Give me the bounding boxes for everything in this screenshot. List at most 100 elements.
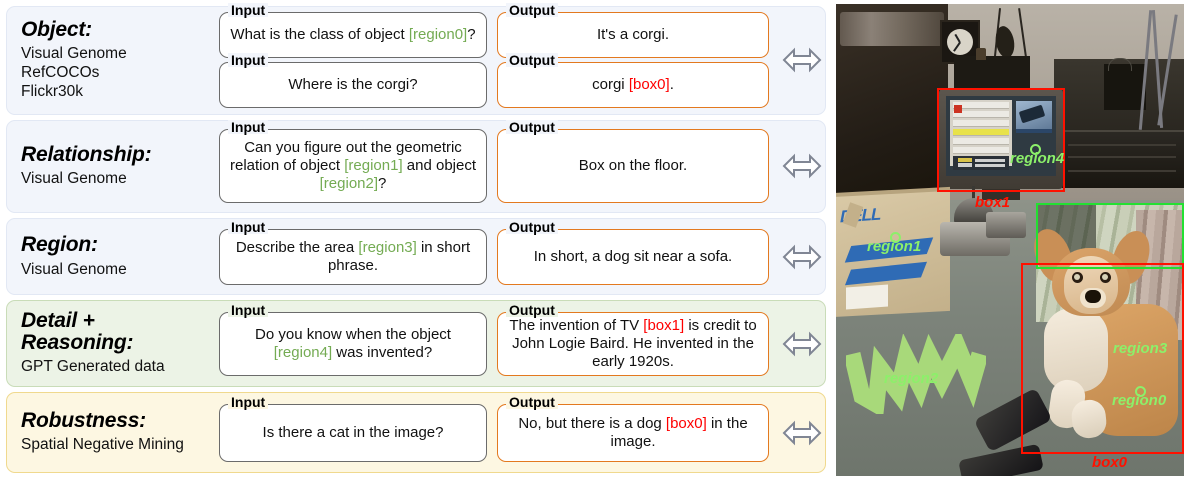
text-run: It's a corgi.: [596, 26, 670, 44]
output-box-text: In short, a dog sit near a sofa.: [524, 242, 742, 272]
text-run: Is there a cat in the image?: [262, 423, 444, 441]
text-run: in short phrase.: [327, 238, 471, 274]
left-right-arrow-icon: [782, 331, 822, 357]
input-legend: Input: [228, 302, 269, 317]
region-tag: [region1]: [344, 157, 403, 175]
qa-pairs: Input What is the class of object [region…: [219, 3, 779, 109]
shipping-label: [846, 284, 888, 310]
text-run: In short, a dog sit near a sofa.: [533, 247, 733, 265]
text-run: Describe the area: [235, 238, 359, 256]
category-sources: Visual Genome: [21, 170, 127, 188]
point-region1: [890, 232, 901, 243]
bbox-region3: [1036, 203, 1184, 269]
text-run: Can you figure out the geometric relatio…: [230, 139, 462, 175]
text-run: What is the class of object: [230, 26, 409, 44]
corgi-eye-left: [1072, 272, 1083, 283]
region-tag: [region0]: [408, 26, 468, 44]
qa-pairs: Input Do you know when the object [region…: [219, 302, 779, 377]
output-legend: Output: [506, 120, 558, 135]
point-region0: [1135, 386, 1146, 397]
corgi-chest: [1044, 308, 1108, 392]
region2-mask: [846, 334, 986, 414]
anno-box0: box0: [1092, 454, 1128, 471]
category-title: Region:: [21, 233, 98, 257]
input-box-text: Where is the corgi?: [278, 70, 427, 100]
tv-stand: [982, 189, 1020, 203]
output-legend: Output: [506, 394, 558, 409]
input-box-text: What is the class of object [region0]?: [220, 20, 485, 50]
corgi-eye-right: [1100, 272, 1111, 283]
anno-region3: region3: [1113, 340, 1168, 357]
output-legend: Output: [506, 302, 558, 317]
output-box[interactable]: Output In short, a dog sit near a sofa.: [497, 219, 769, 285]
output-box-text: The invention of TV [box1] is credit to …: [498, 311, 768, 377]
output-box-text: No, but there is a dog [box0] in the ima…: [498, 409, 768, 457]
category-cell: Robustness:Spatial Negative Mining: [7, 408, 219, 455]
input-box-text: Do you know when the object [region4] wa…: [220, 320, 486, 368]
input-legend: Input: [228, 219, 269, 234]
category-title: Detail + Reasoning:: [21, 309, 134, 354]
text-run: in the image.: [610, 414, 748, 450]
golf-clubs: [1136, 10, 1180, 130]
anno-region4: region4: [1010, 150, 1065, 167]
category-title: Object:: [21, 17, 92, 41]
tv-osd-menu: [950, 100, 1012, 170]
pot: [986, 212, 1026, 238]
corgi-dog: [1027, 223, 1178, 448]
category-sources: Visual Genome: [21, 260, 127, 278]
output-legend: Output: [506, 219, 558, 234]
input-box-text: Can you figure out the geometric relatio…: [220, 133, 486, 199]
box-tag: [box1]: [643, 316, 685, 334]
region-tag: [region2]: [319, 175, 379, 193]
input-box-text: Is there a cat in the image?: [253, 418, 454, 448]
anno-region2: region2: [884, 370, 939, 387]
jar: [976, 48, 986, 60]
text-run: Do you know when the object: [255, 325, 451, 343]
input-legend: Input: [228, 53, 269, 68]
bbox-box1: [937, 88, 1065, 192]
input-column: Input Do you know when the object [region…: [219, 302, 487, 376]
cabinet: [954, 56, 1030, 90]
stereo-rack: [1062, 130, 1184, 188]
left-right-arrow: [779, 420, 825, 446]
category-title: Relationship:: [21, 142, 152, 166]
input-box[interactable]: Input Do you know when the object [region…: [219, 302, 487, 376]
shelf-unit: [836, 4, 948, 219]
category-cell: Region: Visual Genome: [7, 234, 219, 279]
point-region4: [1030, 144, 1041, 155]
category-cell: Relationship: Visual Genome: [7, 142, 219, 189]
category-title: Robustness:: [21, 408, 146, 432]
box-tag: [box0]: [628, 76, 670, 94]
bag-handle: [1108, 58, 1132, 71]
left-right-arrow-icon: [782, 244, 822, 270]
output-box-text: Box on the floor.: [569, 151, 697, 181]
category-cell: Detail + Reasoning:GPT Generated data: [7, 310, 219, 377]
